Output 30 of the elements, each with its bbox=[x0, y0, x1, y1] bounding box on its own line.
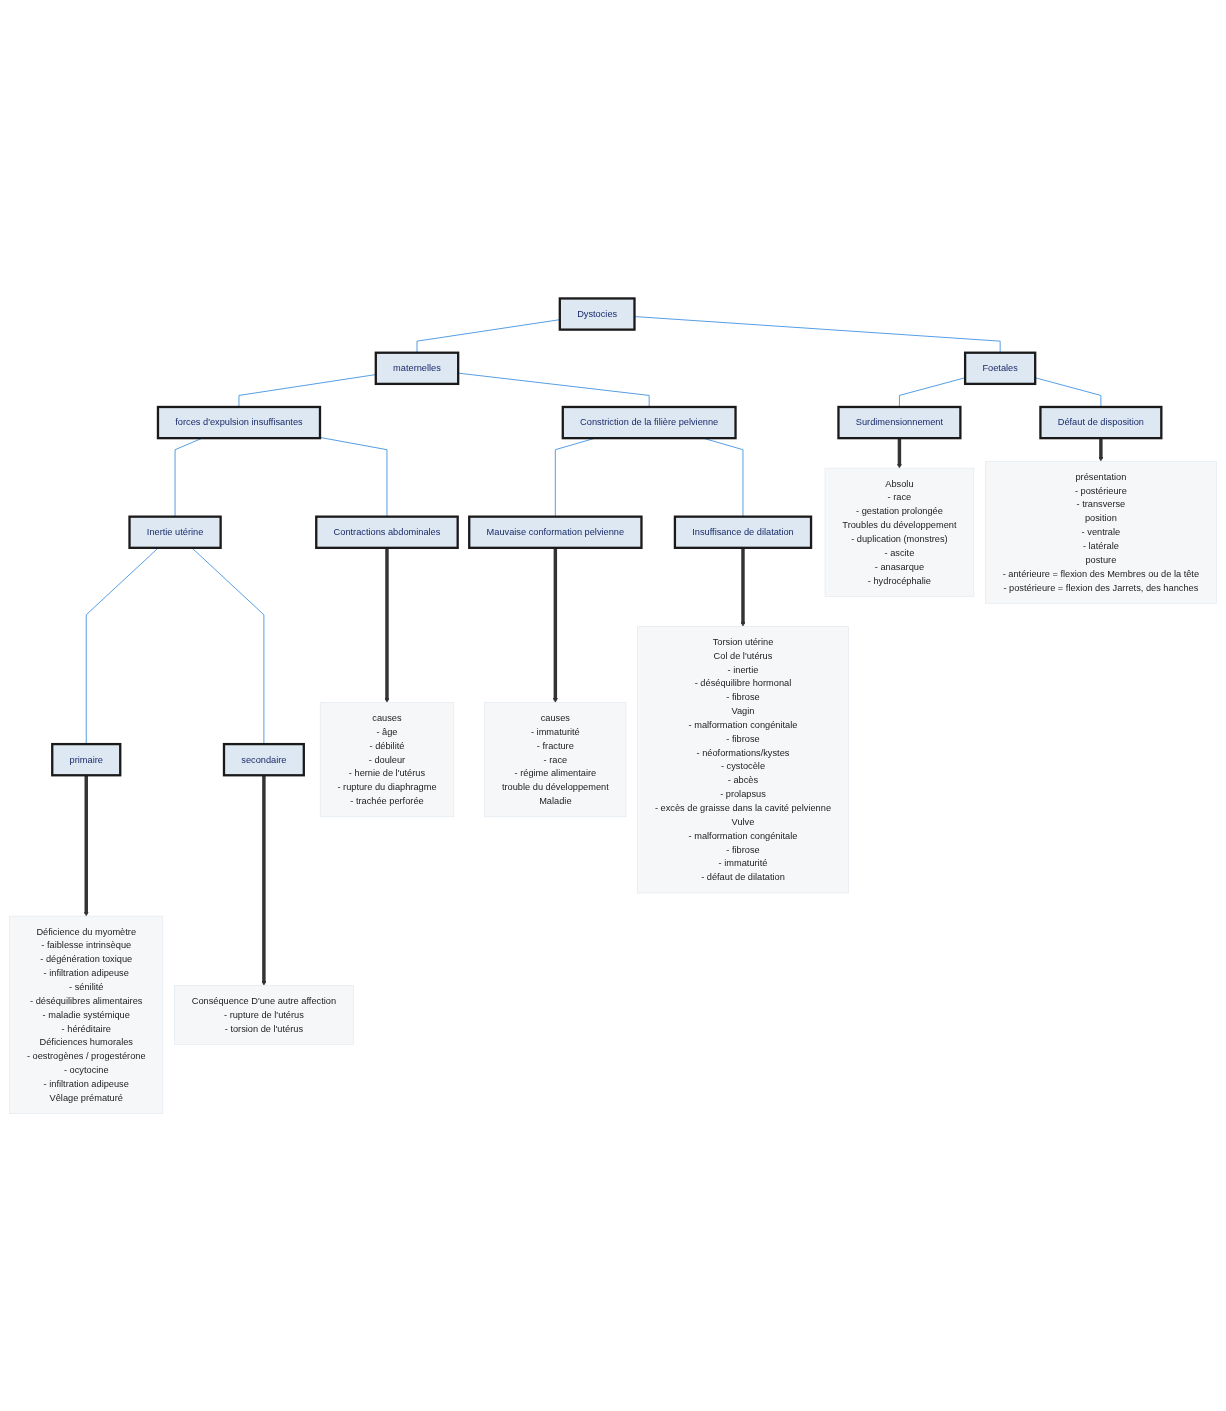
node-box: Insuffisance de dilatation bbox=[673, 515, 813, 549]
arrow bbox=[384, 547, 390, 703]
connector bbox=[319, 436, 388, 517]
node-box: Torsion utérine Col de l'utérus - inertie - déséquilibre hormonal - fibrose Vagin - malformation congénitale - fibrose - néoformations/kystes - cystocèle - abcès - prolapsus - excès de graisse dans la cavité pelvienne Vulve - malformation congénitale - fibrose - immaturité - défaut de dilatation bbox=[637, 625, 849, 893]
node-box: Défaut de disposition bbox=[1039, 405, 1163, 439]
node-box: Déficience du myomètre - faiblesse intrinsèque - dégénération toxique - infiltration adipeuse - sénilité - déséquilibres alimentaires - maladie systémique - héréditaire Déficiences humorales - oestrogènes / progestérone - ocytocine - infiltration adipeuse Vêlage prématuré bbox=[9, 915, 164, 1114]
arrow bbox=[261, 774, 267, 986]
node-box: causes - âge - débilité - douleur - hernie de l'utérus - rupture du diaphragme - trachée perforée bbox=[319, 701, 455, 817]
node-box: Conséquence D'une autre affection - rupture de l'utérus - torsion de l'utérus bbox=[174, 984, 354, 1045]
node-box: maternelles bbox=[374, 351, 460, 385]
connector bbox=[899, 376, 966, 407]
node-box: primaire bbox=[51, 742, 122, 776]
node-box: Surdimensionnement bbox=[837, 405, 962, 439]
node-box: Inertie utérine bbox=[128, 515, 222, 549]
node-box: secondaire bbox=[222, 742, 305, 776]
arrow bbox=[1098, 437, 1104, 461]
arrow bbox=[552, 547, 558, 703]
arrow bbox=[740, 547, 746, 627]
node-box: Foetales bbox=[963, 351, 1037, 385]
node-box: Absolu - race - gestation prolongée Troubles du développement - duplication (monstres) - ascite - anasarque - hydrocéphalie bbox=[824, 467, 975, 597]
node-box: Constriction de la filière pelvienne bbox=[561, 405, 737, 439]
node-box: Contractions abdominales bbox=[315, 515, 459, 549]
arrow bbox=[896, 437, 902, 468]
node-box: Dystocies bbox=[558, 296, 636, 331]
node-box: forces d'expulsion insuffisantes bbox=[156, 405, 322, 439]
connector bbox=[634, 315, 1001, 353]
node-box: causes - immaturité - fracture - race - régime alimentaire trouble du développement Maladie bbox=[484, 701, 627, 817]
node-box: Mauvaise conformation pelvienne bbox=[468, 515, 643, 549]
node-box: présentation - postérieure - transverse position - ventrale - latérale posture - antérieure = flexion des Membres ou de la tête - postérieure = flexion des Jarrets, des hanches bbox=[985, 460, 1217, 604]
arrow bbox=[83, 774, 89, 916]
